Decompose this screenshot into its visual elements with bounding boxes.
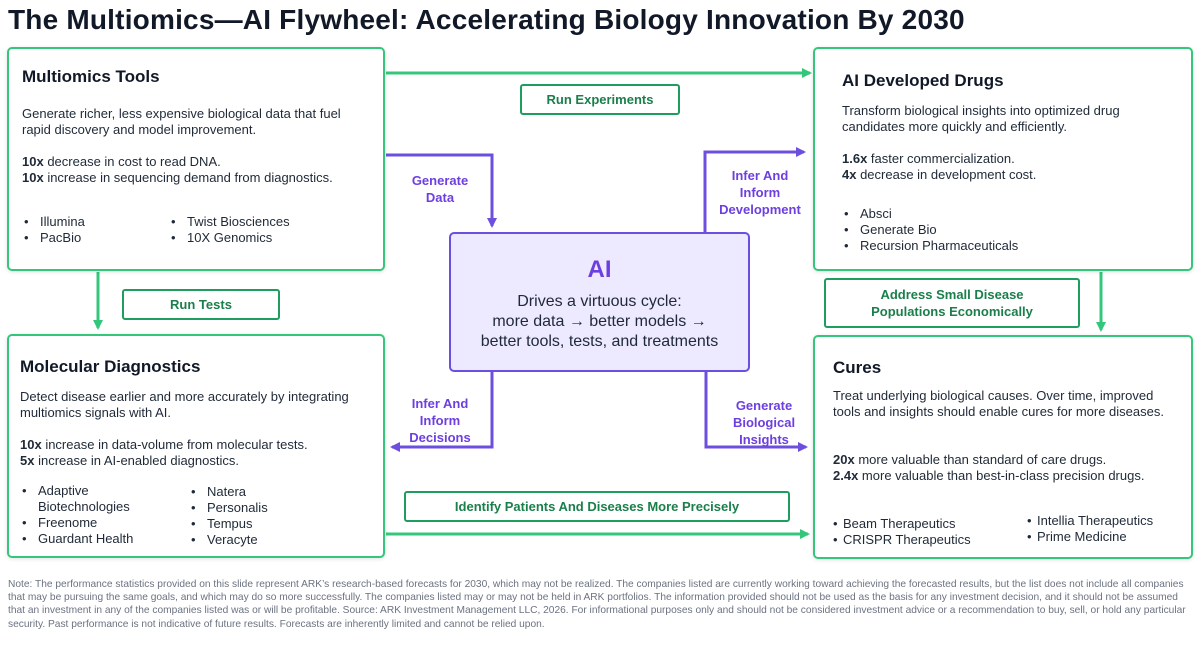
ai-desc-line: better tools, tests, and treatments xyxy=(480,333,719,350)
diagnostics-desc: Detect disease earlier and more accurate… xyxy=(20,389,349,420)
company-item: Guardant Health xyxy=(20,531,180,547)
arrow-infer-decisions xyxy=(390,372,494,452)
company-item: Beam Therapeutics xyxy=(833,516,971,532)
pill-run-tests: Run Tests xyxy=(122,289,280,320)
label-generate-data: Generate Data xyxy=(411,173,469,205)
company-list: Adaptive Biotechnologies Freenome Guarda… xyxy=(20,483,180,547)
company-item: Freenome xyxy=(20,515,180,531)
ai-desc-line: more data → better models → xyxy=(492,313,707,330)
drugs-desc: Transform biological insights into optim… xyxy=(842,103,1120,134)
stat-line: 1.6x faster commercialization. xyxy=(842,151,1015,166)
stat-line: 10x increase in sequencing demand from d… xyxy=(22,170,333,185)
company-item: Illumina xyxy=(22,214,85,230)
arrow-generate-data xyxy=(386,153,497,228)
company-item: 10X Genomics xyxy=(169,230,290,246)
cures-desc: Treat underlying biological causes. Over… xyxy=(833,388,1164,419)
company-list: Intellia Therapeutics Prime Medicine xyxy=(1027,513,1153,545)
company-item: Tempus xyxy=(189,516,268,532)
stat-line: 10x decrease in cost to read DNA. xyxy=(22,154,221,169)
molecular-diagnostics-box: Molecular Diagnostics Detect disease ear… xyxy=(7,334,385,558)
stat-line: 10x increase in data-volume from molecul… xyxy=(20,437,308,452)
company-list: Natera Personalis Tempus Veracyte xyxy=(189,484,268,548)
company-item: Adaptive Biotechnologies xyxy=(20,483,180,515)
company-item: Veracyte xyxy=(189,532,268,548)
company-item: Generate Bio xyxy=(842,222,1018,238)
company-item: Personalis xyxy=(189,500,268,516)
company-list: Illumina PacBio xyxy=(22,214,85,246)
ai-desc-line: Drives a virtuous cycle: xyxy=(517,293,682,310)
ai-title: AI xyxy=(587,256,612,283)
pill-address-small-disease: Address Small Disease Populations Econom… xyxy=(824,278,1080,328)
company-item: Absci xyxy=(842,206,1018,222)
multiomics-heading: Multiomics Tools xyxy=(22,67,160,86)
stat-line: 2.4x more valuable than best-in-class pr… xyxy=(833,468,1145,483)
drugs-stats: 1.6x faster commercialization. 4x decrea… xyxy=(842,151,1036,183)
company-item: CRISPR Therapeutics xyxy=(833,532,971,548)
company-list: Absci Generate Bio Recursion Pharmaceuti… xyxy=(842,206,1018,254)
cures-stats: 20x more valuable than standard of care … xyxy=(833,452,1178,484)
pill-run-experiments: Run Experiments xyxy=(520,84,680,115)
drugs-heading: AI Developed Drugs xyxy=(842,71,1004,90)
company-item: Recursion Pharmaceuticals xyxy=(842,238,1018,254)
ai-desc: Drives a virtuous cycle: more data → bet… xyxy=(451,292,748,352)
arrow-generate-insights xyxy=(704,372,808,452)
company-item: Intellia Therapeutics xyxy=(1027,513,1153,529)
diagnostics-heading: Molecular Diagnostics xyxy=(20,357,201,376)
company-item: Twist Biosciences xyxy=(169,214,290,230)
multiomics-stats: 10x decrease in cost to read DNA. 10x in… xyxy=(22,154,333,186)
company-list: Beam Therapeutics CRISPR Therapeutics xyxy=(833,516,971,548)
label-infer-development: Infer And Inform Development xyxy=(719,168,801,217)
disclaimer-note: Note: The performance statistics provide… xyxy=(8,579,1186,630)
label-generate-insights: Generate Biological Insights xyxy=(732,398,796,447)
multiomics-tools-box: Multiomics Tools Generate richer, less e… xyxy=(7,47,385,271)
stat-line: 4x decrease in development cost. xyxy=(842,167,1037,182)
page-title: The Multiomics—AI Flywheel: Accelerating… xyxy=(8,4,965,35)
multiomics-desc: Generate richer, less expensive biologic… xyxy=(22,106,341,137)
diagnostics-stats: 10x increase in data-volume from molecul… xyxy=(20,437,308,469)
arrow-infer-development xyxy=(703,147,806,232)
ai-drugs-box: AI Developed Drugs Transform biological … xyxy=(813,47,1193,271)
stat-line: 20x more valuable than standard of care … xyxy=(833,452,1107,467)
label-infer-decisions: Infer And Inform Decisions xyxy=(409,396,471,445)
company-item: Prime Medicine xyxy=(1027,529,1153,545)
company-item: PacBio xyxy=(22,230,85,246)
stat-line: 5x increase in AI-enabled diagnostics. xyxy=(20,453,239,468)
ai-center-box: AI Drives a virtuous cycle: more data → … xyxy=(449,232,750,372)
pill-identify-patients: Identify Patients And Diseases More Prec… xyxy=(404,491,790,522)
company-list: Twist Biosciences 10X Genomics xyxy=(169,214,290,246)
cures-heading: Cures xyxy=(833,358,882,377)
cures-box: Cures Treat underlying biological causes… xyxy=(813,335,1193,559)
company-item: Natera xyxy=(189,484,268,500)
